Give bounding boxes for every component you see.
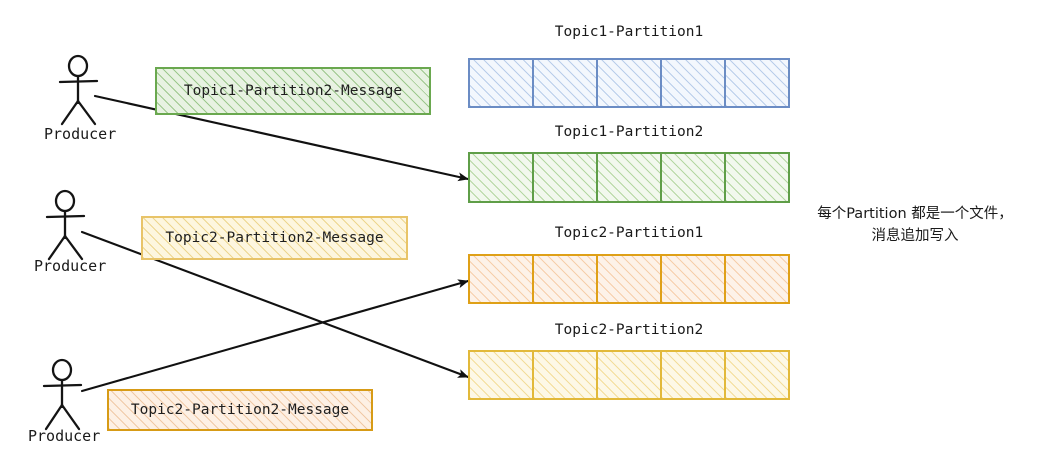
partition-file-note: 每个Partition 都是一个文件， 消息追加写入 [817,206,1013,245]
partition-cell[interactable] [534,60,598,106]
partition-title-topic2-partition1: Topic2-Partition1 [554,225,704,241]
producer-figure-3 [42,358,83,431]
partition-cell[interactable] [470,60,534,106]
message-box-topic2-partition2-b[interactable]: Topic2-Partition2-Message [107,389,373,431]
producer-figure-1 [58,54,99,126]
partition-cell[interactable] [470,352,534,398]
partition-cell[interactable] [470,256,534,302]
producer-label-1: Producer [44,125,117,143]
partition-cell[interactable] [534,154,598,201]
partition-cell[interactable] [470,154,534,201]
arrow-producer3-to-topic2-partition1 [80,279,470,393]
partition-cell[interactable] [598,256,662,302]
message-box-topic2-partition2-a[interactable]: Topic2-Partition2-Message [141,216,408,260]
partition-cell[interactable] [726,256,788,302]
producer-label-2: Producer [34,257,107,275]
partition-strip-topic1-partition1[interactable] [468,58,790,108]
producer-figure-2 [45,189,86,261]
partition-title-topic1-partition2: Topic1-Partition2 [554,124,704,140]
partition-cell[interactable] [598,352,662,398]
partition-title-topic2-partition2: Topic2-Partition2 [554,322,704,338]
partition-cell[interactable] [662,60,726,106]
partition-cell[interactable] [534,256,598,302]
partition-title-topic1-partition1: Topic1-Partition1 [554,24,704,40]
partition-cell[interactable] [662,352,726,398]
partition-strip-topic2-partition2[interactable] [468,350,790,400]
partition-cell[interactable] [662,256,726,302]
message-box-topic1-partition2[interactable]: Topic1-Partition2-Message [155,67,431,115]
partition-cell[interactable] [726,352,788,398]
partition-cell[interactable] [662,154,726,201]
partition-cell[interactable] [534,352,598,398]
partition-cell[interactable] [598,154,662,201]
partition-cell[interactable] [726,60,788,106]
producer-label-3: Producer [28,427,101,445]
partition-strip-topic2-partition1[interactable] [468,254,790,304]
partition-strip-topic1-partition2[interactable] [468,152,790,203]
partition-cell[interactable] [598,60,662,106]
partition-cell[interactable] [726,154,788,201]
